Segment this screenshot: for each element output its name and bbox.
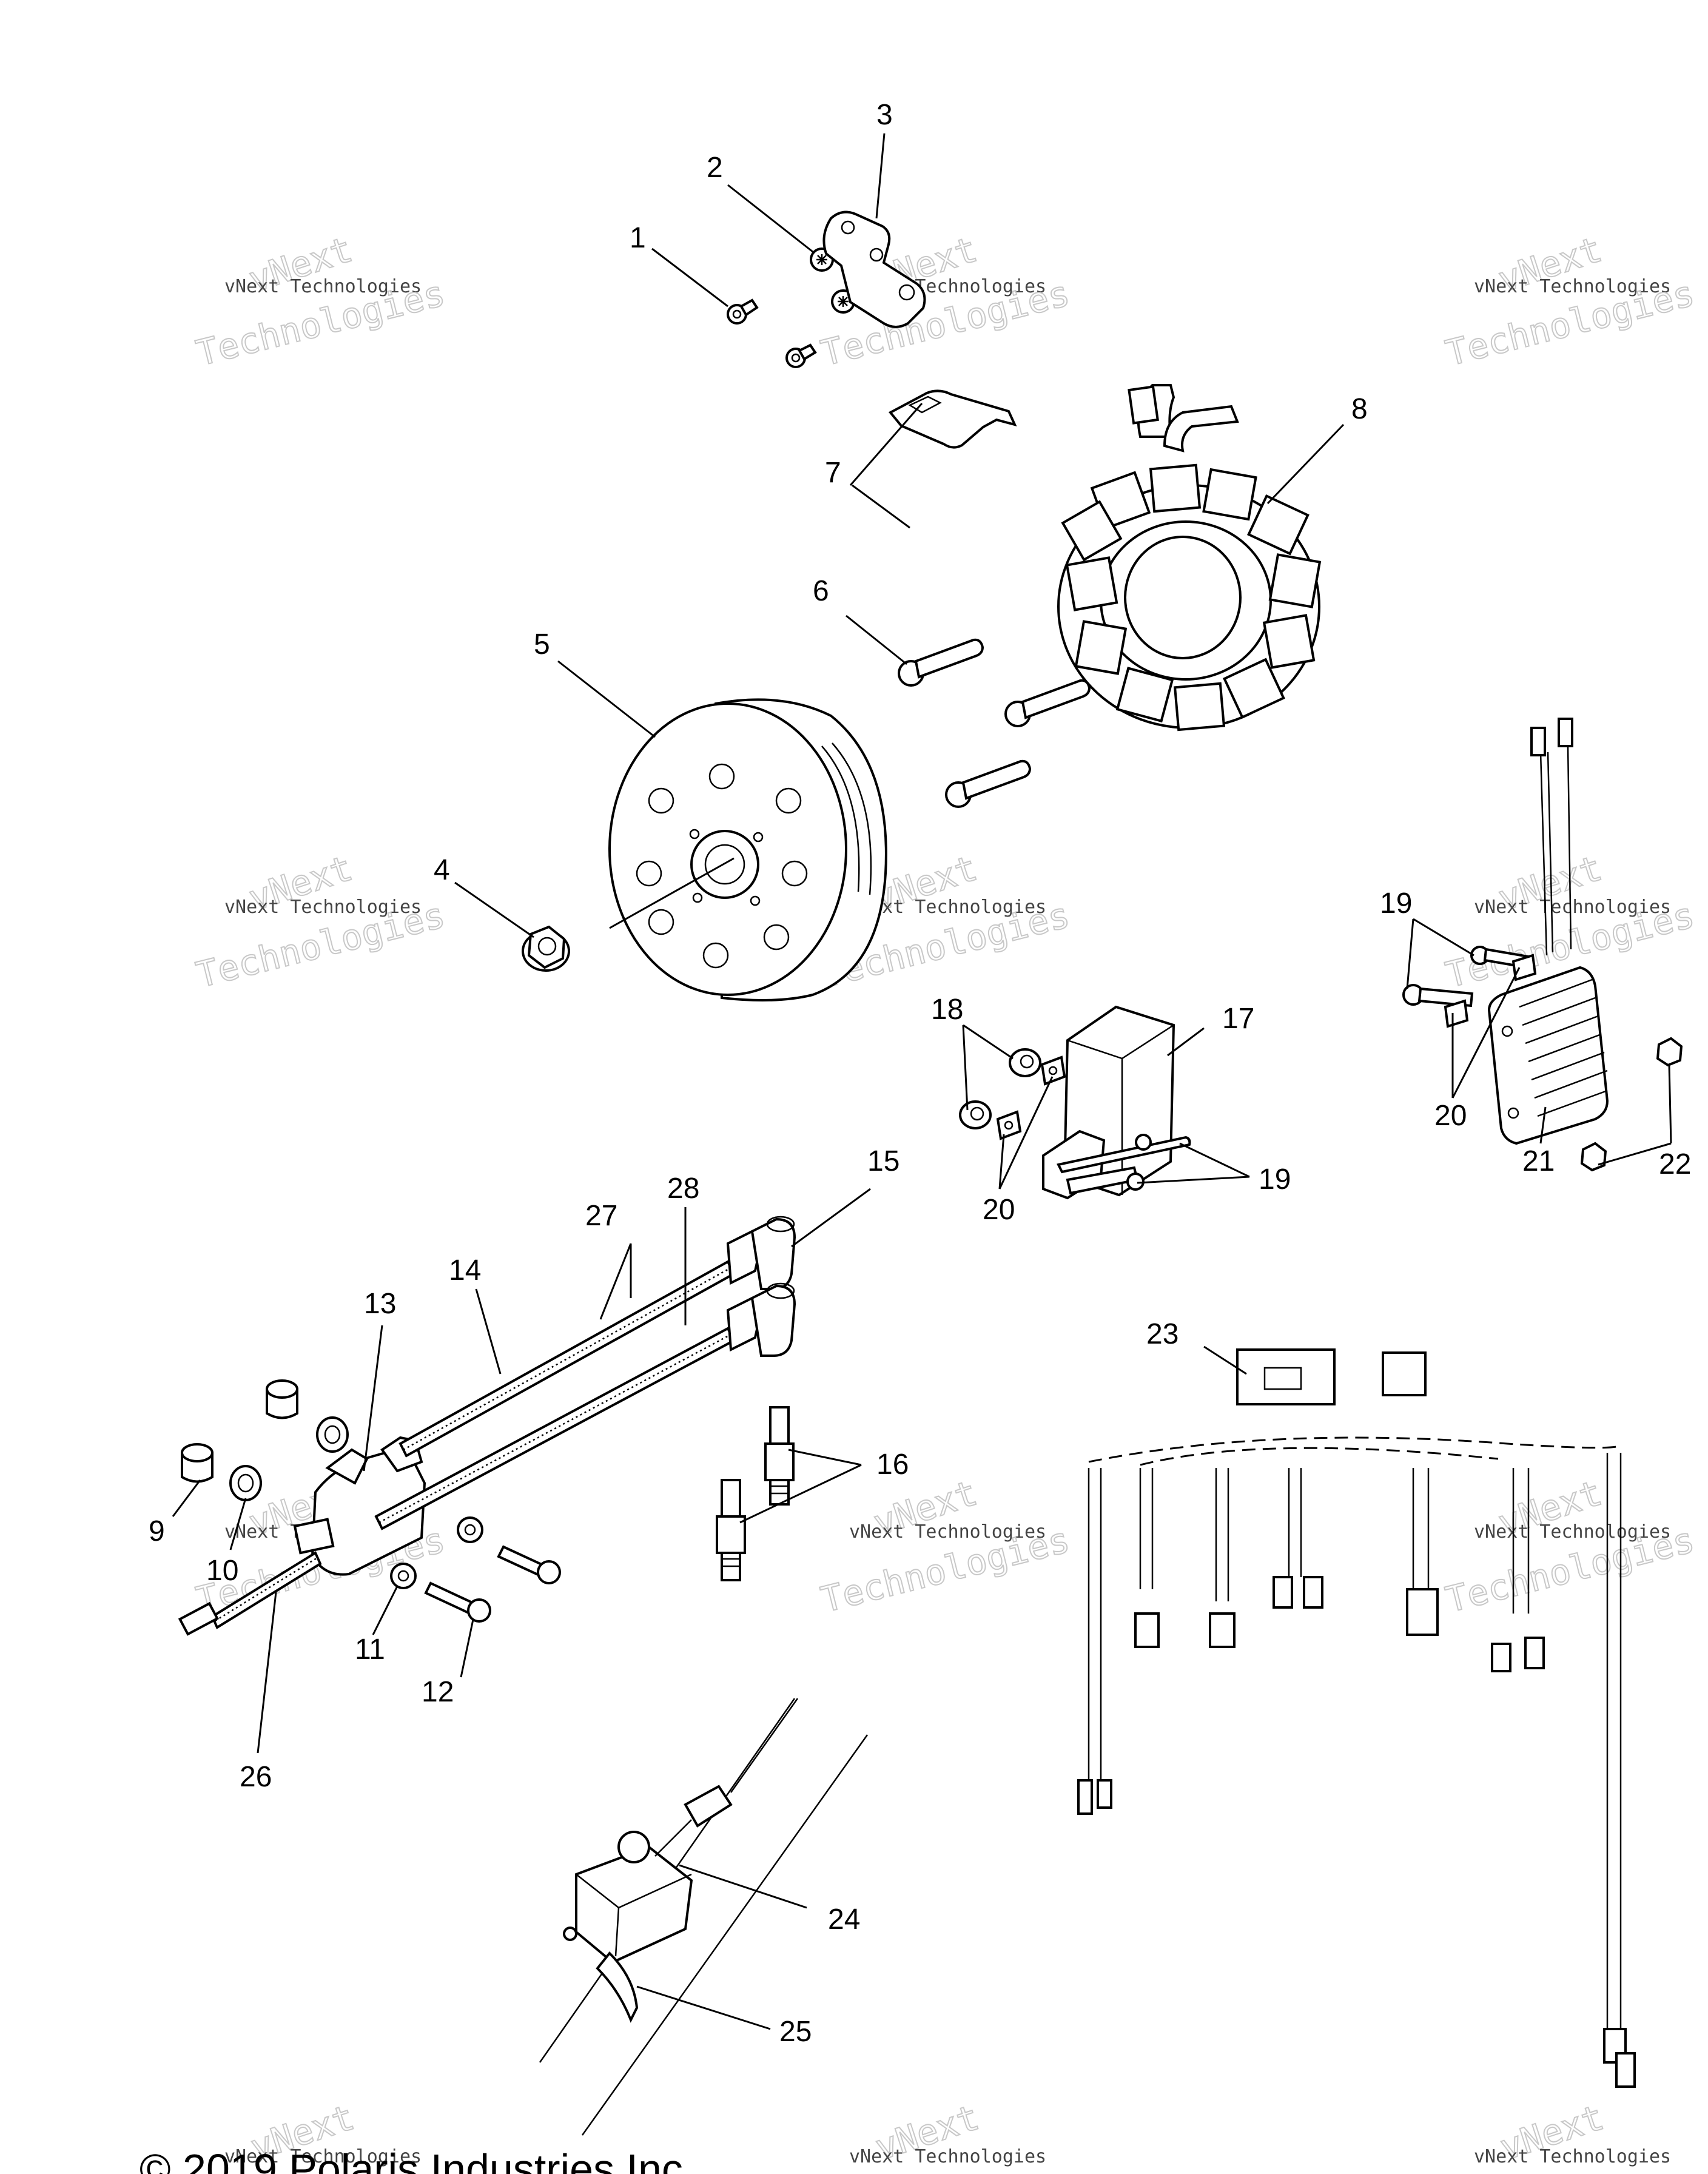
part-23-wiring-harness: [1077, 1348, 1636, 2088]
part-13-ignition-coil: [293, 1436, 426, 1576]
callout-1: 1: [630, 222, 646, 254]
watermark-lower-center: vNext vNext Technologies Technologies: [816, 1472, 1074, 1621]
part-26-primary-lead: [178, 1551, 322, 1636]
part-20-washer-a: [1040, 1055, 1066, 1086]
watermark-top-right: vNext vNext Technologies Technologies: [1441, 228, 1699, 375]
part-11-lock-washer-b: [390, 1563, 417, 1589]
watermark-text: vNext Technologies: [1474, 276, 1671, 297]
watermark-top-left: vNext vNext Technologies Technologies: [192, 228, 449, 375]
part-6-bolt-c: [945, 759, 1032, 808]
part-22-nut-a: [1656, 1037, 1683, 1067]
watermark-bottom-row: vNext vNext Technologies vNext vNext Tec…: [224, 2096, 1671, 2169]
watermark-lower-right: vNext vNext Technologies Technologies: [1441, 1472, 1699, 1621]
part-19-screw-b: [1066, 1166, 1145, 1195]
callout-17: 17: [1222, 1003, 1254, 1035]
part-10-spacer-b: [229, 1465, 262, 1501]
callout-20-b: 20: [1434, 1100, 1467, 1132]
part-6-bolt-a: [898, 638, 984, 687]
part-18-grommet-a: [1009, 1048, 1041, 1077]
part-20-washer-c: [1511, 954, 1537, 981]
part-6-bolt-b: [1004, 679, 1091, 727]
callout-5: 5: [534, 628, 550, 661]
watermark-text: vNext Technologies: [849, 1521, 1046, 1543]
callout-9: 9: [149, 1515, 165, 1547]
part-3-bracket: [822, 210, 926, 328]
callout-15: 15: [867, 1145, 899, 1177]
callout-10: 10: [206, 1555, 238, 1587]
part-19-screw-a: [1057, 1134, 1191, 1174]
part-20-washer-d: [1444, 999, 1469, 1028]
callout-6: 6: [813, 575, 829, 607]
part-10-spacer-a: [316, 1416, 349, 1453]
part-8-stator: [1057, 384, 1322, 732]
callout-13: 13: [364, 1288, 396, 1320]
callout-25: 25: [779, 2016, 812, 2048]
callout-23: 23: [1146, 1318, 1178, 1350]
callout-2: 2: [707, 152, 723, 184]
copyright-footer: © 2019 Polaris Industries Inc.: [140, 2145, 694, 2174]
watermark-text: vNext Technologies: [224, 897, 422, 918]
part-11-lock-washer-a: [457, 1516, 483, 1543]
part-25-strap: [563, 1927, 639, 2023]
part-1-screw-b: [785, 343, 817, 368]
part-5-flywheel: [608, 698, 887, 1001]
part-9-bushing-a: [266, 1379, 298, 1419]
part-22-nut-b: [1580, 1142, 1607, 1172]
watermark-text: vNext Technologies: [224, 2146, 422, 2167]
part-24-switch: [539, 1698, 869, 2136]
callout-7: 7: [825, 457, 841, 489]
callout-14: 14: [449, 1254, 481, 1287]
part-9-bushing-b: [181, 1443, 214, 1483]
callout-18: 18: [931, 994, 963, 1026]
callout-24: 24: [828, 1903, 860, 1936]
callout-27: 27: [585, 1200, 617, 1232]
callout-21: 21: [1522, 1145, 1555, 1177]
watermark-text: vNext Technologies: [849, 2146, 1046, 2167]
part-15-spark-plug-cap-a: [726, 1216, 796, 1290]
callout-20-a: 20: [983, 1194, 1015, 1226]
part-12-bolt-b: [424, 1581, 491, 1623]
part-12-bolt-a: [497, 1545, 561, 1584]
callout-19-a: 19: [1259, 1163, 1291, 1196]
callout-22: 22: [1659, 1148, 1691, 1180]
part-15-spark-plug-cap-b: [726, 1282, 796, 1357]
callout-19-b: 19: [1380, 887, 1412, 920]
callout-numbers: 1 2 3 4 5 6 7 8 9 10 11 12 13 14 15 16 1…: [149, 99, 1691, 2048]
part-4-nut: [522, 925, 570, 972]
part-16-spark-plug-b: [716, 1479, 746, 1581]
part-1-screw: [727, 298, 759, 325]
callout-8: 8: [1351, 393, 1368, 425]
callout-3: 3: [876, 99, 893, 131]
callout-28: 28: [667, 1173, 699, 1205]
part-18-grommet-b: [959, 1100, 992, 1129]
callout-12: 12: [422, 1676, 454, 1708]
watermark-text: vNext Technologies: [1474, 1521, 1671, 1543]
watermark-text: vNext Technologies: [1474, 897, 1671, 918]
leader-lines: [172, 133, 1672, 2030]
watermark-text: vNext Technologies: [1474, 2146, 1671, 2167]
callout-4: 4: [434, 854, 450, 886]
watermark-text: vNext Technologies: [224, 276, 422, 297]
callout-26: 26: [240, 1761, 272, 1793]
callout-11: 11: [355, 1634, 385, 1666]
watermark-mid-left: vNext vNext Technologies Technologies: [192, 847, 449, 997]
part-20-washer-b: [996, 1110, 1022, 1140]
part-21-regulator: [1487, 718, 1609, 1145]
callout-16: 16: [876, 1449, 909, 1481]
part-16-spark-plug-a: [764, 1406, 795, 1506]
